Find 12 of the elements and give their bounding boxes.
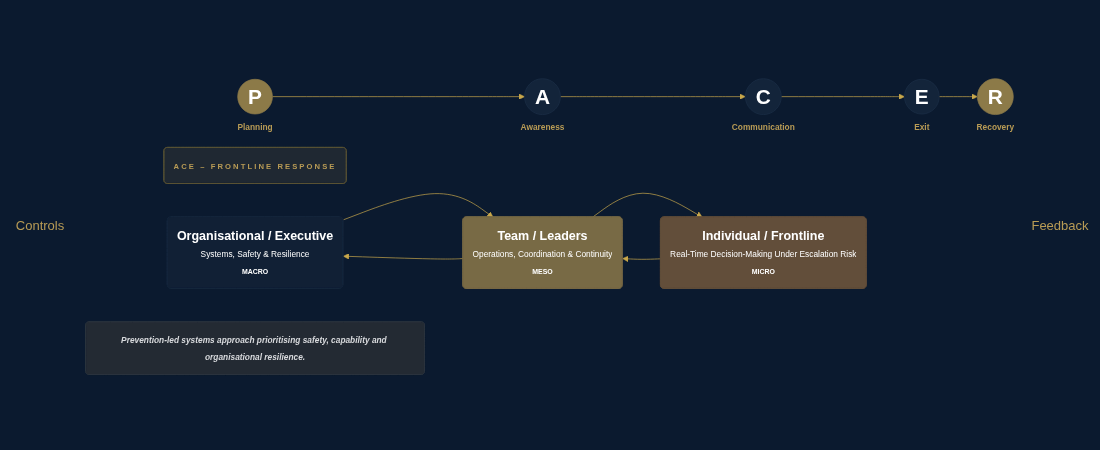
side-label: Feedback xyxy=(1031,217,1089,233)
node-caption: Planning xyxy=(237,122,273,133)
node-caption: Recovery xyxy=(976,122,1015,133)
side-label: Controls xyxy=(15,217,65,233)
node-circle: A xyxy=(524,78,561,115)
node-caption: Awareness xyxy=(520,122,565,133)
node-caption: Communication xyxy=(731,122,795,133)
node-circle: E xyxy=(904,78,940,115)
node-caption: Exit xyxy=(914,122,930,133)
node-circle: P xyxy=(237,78,273,115)
node-circle: R xyxy=(977,78,1014,115)
node-circle: C xyxy=(745,78,782,115)
